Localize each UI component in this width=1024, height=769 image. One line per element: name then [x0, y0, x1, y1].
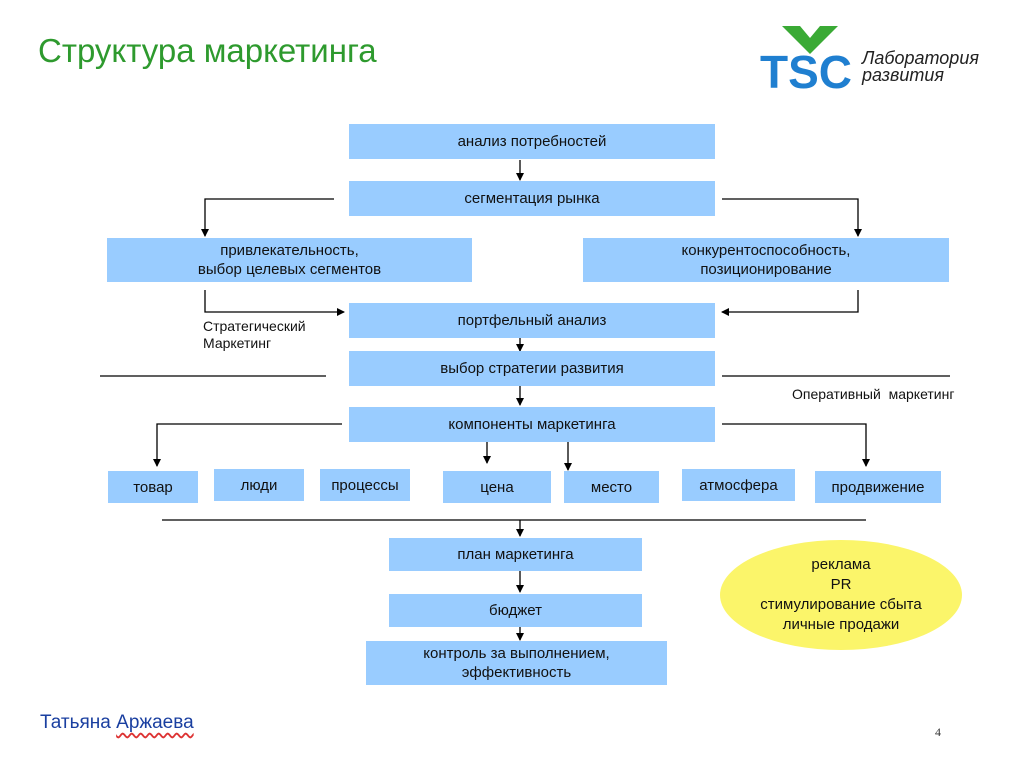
box-marketing-components: компоненты маркетинга: [349, 407, 715, 442]
box-attractiveness: привлекательность,выбор целевых сегменто…: [107, 238, 472, 282]
label-operative-marketing: Оперативный маркетинг: [792, 386, 955, 402]
tsc-logo: TSC: [760, 26, 852, 94]
logo-text: TSC: [760, 46, 852, 94]
box-control: контроль за выполнением,эффективность: [366, 641, 667, 685]
box-marketing-plan: план маркетинга: [389, 538, 642, 571]
box-component-product: товар: [108, 471, 198, 503]
box-budget: бюджет: [389, 594, 642, 627]
box-component-price: цена: [443, 471, 551, 503]
label-strategic-marketing: Стратегический Маркетинг: [203, 318, 306, 351]
logo-subtitle: Лаборатория развития: [862, 48, 979, 85]
box-component-processes: процессы: [320, 469, 410, 501]
promotion-ellipse: реклама PR стимулирование сбыта личные п…: [720, 540, 962, 650]
box-component-atmosphere: атмосфера: [682, 469, 795, 501]
box-competitiveness: конкурентоспособность,позиционирование: [583, 238, 949, 282]
slide-title: Структура маркетинга: [38, 32, 377, 69]
box-component-promotion: продвижение: [815, 471, 941, 503]
box-component-people: люди: [214, 469, 304, 501]
box-component-place: место: [564, 471, 659, 503]
author-name: Татьяна Аржаева: [40, 712, 194, 733]
box-portfolio-analysis: портфельный анализ: [349, 303, 715, 338]
box-segmentation: сегментация рынка: [349, 181, 715, 216]
box-needs-analysis: анализ потребностей: [349, 124, 715, 159]
page-number: 4: [935, 725, 941, 739]
box-strategy-choice: выбор стратегии развития: [349, 351, 715, 386]
